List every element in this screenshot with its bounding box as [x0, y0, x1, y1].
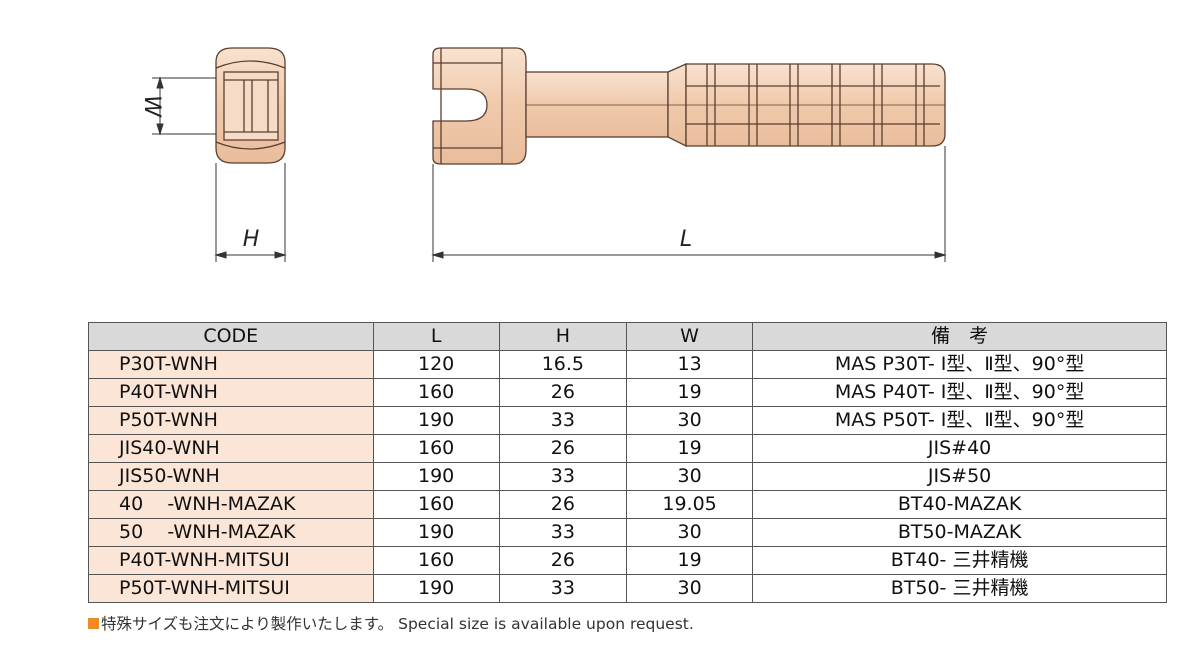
header-l: L — [372, 322, 500, 351]
cell-w: 30 — [625, 518, 754, 547]
header-note: 備 考 — [752, 322, 1167, 351]
cell-w: 30 — [625, 406, 754, 435]
cell-w: 19 — [625, 378, 754, 407]
technical-drawing: W H L — [139, 47, 947, 262]
cell-h: 26 — [498, 490, 627, 519]
cell-code: JIS50-WNH — [88, 462, 374, 491]
table-row: P50T-WNH 190 33 30 MAS P50T- Ⅰ型、Ⅱ型、90°型 — [88, 406, 1167, 435]
cell-code: P40T-WNH — [88, 378, 374, 407]
cell-h: 33 — [498, 574, 627, 603]
side-view — [432, 47, 946, 165]
cell-h: 33 — [498, 406, 627, 435]
table-row: 50 -WNH-MAZAK 190 33 30 BT50-MAZAK — [88, 518, 1167, 547]
cell-l: 120 — [372, 350, 500, 379]
orange-square-icon — [88, 618, 99, 629]
table-header-row: CODE L H W 備 考 — [88, 322, 1167, 351]
table-row: P40T-WNH 160 26 19 MAS P40T- Ⅰ型、Ⅱ型、90°型 — [88, 378, 1167, 407]
table-row: JIS50-WNH 190 33 30 JIS#50 — [88, 462, 1167, 491]
cell-l: 160 — [372, 378, 500, 407]
cell-note: BT40- 三井精機 — [752, 546, 1167, 575]
cell-note: BT50- 三井精機 — [752, 574, 1167, 603]
table-row: P40T-WNH-MITSUI 160 26 19 BT40- 三井精機 — [88, 546, 1167, 575]
cell-l: 160 — [372, 434, 500, 463]
footnote: 特殊サイズも注文により製作いたします。 Special size is avai… — [88, 612, 694, 634]
table-row: P50T-WNH-MITSUI 190 33 30 BT50- 三井精機 — [88, 574, 1167, 603]
table-row: P30T-WNH 120 16.5 13 MAS P30T- Ⅰ型、Ⅱ型、90°… — [88, 350, 1167, 379]
cell-h: 33 — [498, 462, 627, 491]
cell-code: 50 -WNH-MAZAK — [88, 518, 374, 547]
h-dimension-label: H — [243, 227, 260, 252]
cell-code: P40T-WNH-MITSUI — [88, 546, 374, 575]
footnote-text: 特殊サイズも注文により製作いたします。 Special size is avai… — [101, 615, 694, 633]
cell-note: MAS P50T- Ⅰ型、Ⅱ型、90°型 — [752, 406, 1167, 435]
header-w: W — [625, 322, 754, 351]
cell-note: MAS P30T- Ⅰ型、Ⅱ型、90°型 — [752, 350, 1167, 379]
cell-l: 190 — [372, 574, 500, 603]
cell-code: P50T-WNH-MITSUI — [88, 574, 374, 603]
cell-l: 160 — [372, 546, 500, 575]
cell-w: 19.05 — [625, 490, 754, 519]
cell-note: MAS P40T- Ⅰ型、Ⅱ型、90°型 — [752, 378, 1167, 407]
cell-l: 160 — [372, 490, 500, 519]
cell-note: BT50-MAZAK — [752, 518, 1167, 547]
cell-w: 30 — [625, 574, 754, 603]
spec-table: CODE L H W 備 考 P30T-WNH 120 16.5 13 MAS … — [88, 322, 1167, 603]
cell-note: JIS#50 — [752, 462, 1167, 491]
cell-w: 19 — [625, 546, 754, 575]
cell-w: 30 — [625, 462, 754, 491]
cell-l: 190 — [372, 406, 500, 435]
cell-l: 190 — [372, 518, 500, 547]
cell-note: BT40-MAZAK — [752, 490, 1167, 519]
cell-h: 26 — [498, 378, 627, 407]
table-row: 40 -WNH-MAZAK 160 26 19.05 BT40-MAZAK — [88, 490, 1167, 519]
table-row: JIS40-WNH 160 26 19 JIS#40 — [88, 434, 1167, 463]
end-view — [215, 47, 286, 164]
header-code: CODE — [88, 322, 374, 351]
cell-h: 26 — [498, 434, 627, 463]
cell-code: 40 -WNH-MAZAK — [88, 490, 374, 519]
cell-h: 26 — [498, 546, 627, 575]
cell-note: JIS#40 — [752, 434, 1167, 463]
cell-l: 190 — [372, 462, 500, 491]
cell-code: P50T-WNH — [88, 406, 374, 435]
w-dimension-label: W — [139, 95, 164, 118]
cell-w: 13 — [625, 350, 754, 379]
cell-h: 33 — [498, 518, 627, 547]
l-dimension-label: L — [680, 227, 692, 252]
cell-h: 16.5 — [498, 350, 627, 379]
end-view-dimensions — [152, 76, 287, 262]
side-view-dimensions — [431, 146, 947, 262]
cell-code: P30T-WNH — [88, 350, 374, 379]
header-h: H — [498, 322, 627, 351]
cell-code: JIS40-WNH — [88, 434, 374, 463]
cell-w: 19 — [625, 434, 754, 463]
